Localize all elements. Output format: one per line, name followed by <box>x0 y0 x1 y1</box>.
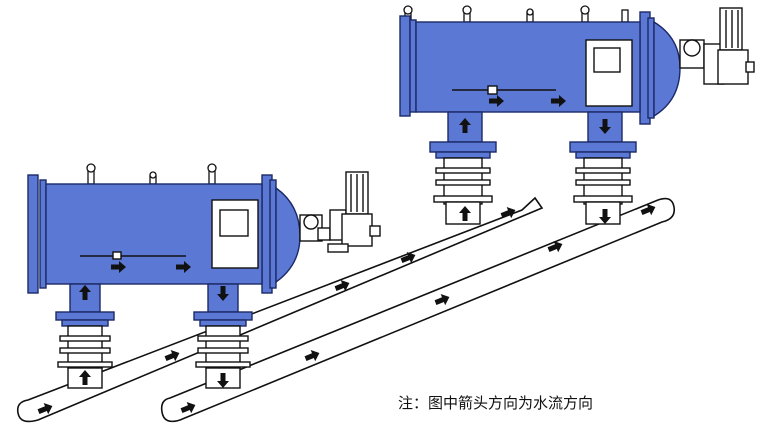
lower-outlet-pipe <box>160 197 676 423</box>
right-filter-unit <box>399 5 755 225</box>
flow-direction-note: 注：图中箭头方向为水流方向 <box>398 394 594 412</box>
left-filter-unit <box>27 163 381 389</box>
